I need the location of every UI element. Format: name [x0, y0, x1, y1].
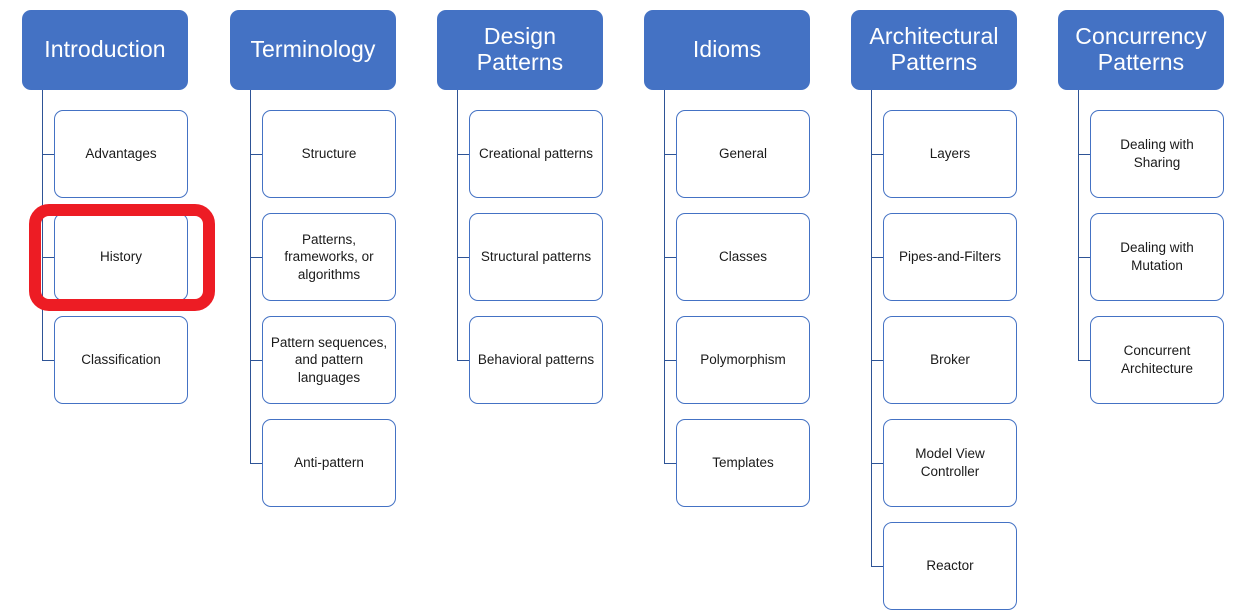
elbow-connector: [457, 360, 469, 361]
child-node-label: Behavioral patterns: [477, 352, 595, 368]
child-node-label: Templates: [712, 455, 774, 471]
child-node-label: Layers: [929, 146, 971, 162]
trunk-connector-introduction: [42, 90, 43, 360]
child-node-label: Broker: [930, 352, 970, 368]
child-node-label: Structural patterns: [480, 249, 592, 265]
trunk-connector-architectural-patterns: [871, 90, 872, 566]
elbow-connector: [871, 257, 883, 258]
elbow-connector: [457, 257, 469, 258]
child-node[interactable]: Concurrent Architecture: [1090, 316, 1224, 404]
child-node[interactable]: Classes: [676, 213, 810, 301]
child-node[interactable]: Creational patterns: [469, 110, 603, 198]
root-node-design-patterns[interactable]: Design Patterns: [437, 10, 603, 90]
child-node[interactable]: Dealing with Sharing: [1090, 110, 1224, 198]
root-node-introduction[interactable]: Introduction: [22, 10, 188, 90]
child-node-label: Advantages: [85, 146, 157, 162]
elbow-connector: [250, 360, 262, 361]
elbow-connector: [1078, 257, 1090, 258]
child-node[interactable]: Broker: [883, 316, 1017, 404]
trunk-connector-design-patterns: [457, 90, 458, 360]
child-node-label: Model View Controller: [915, 446, 985, 479]
elbow-connector: [664, 463, 676, 464]
elbow-connector: [664, 257, 676, 258]
child-node[interactable]: History: [54, 213, 188, 301]
child-node[interactable]: Patterns, frameworks, or algorithms: [262, 213, 396, 301]
child-node[interactable]: Layers: [883, 110, 1017, 198]
elbow-connector: [871, 463, 883, 464]
root-node-concurrency-patterns[interactable]: Concurrency Patterns: [1058, 10, 1224, 90]
root-node-label: Design Patterns: [476, 23, 564, 75]
child-node[interactable]: Structure: [262, 110, 396, 198]
child-node-label: Concurrent Architecture: [1120, 343, 1194, 376]
root-node-idioms[interactable]: Idioms: [644, 10, 810, 90]
child-node[interactable]: Reactor: [883, 522, 1017, 610]
child-node-label: Dealing with Mutation: [1120, 240, 1194, 273]
child-node-label: Reactor: [926, 558, 974, 574]
elbow-connector: [871, 154, 883, 155]
elbow-connector: [871, 566, 883, 567]
root-node-label: Architectural Patterns: [869, 23, 999, 75]
child-node[interactable]: Behavioral patterns: [469, 316, 603, 404]
elbow-connector: [1078, 154, 1090, 155]
child-node[interactable]: Advantages: [54, 110, 188, 198]
child-node[interactable]: Model View Controller: [883, 419, 1017, 507]
elbow-connector: [1078, 360, 1090, 361]
child-node-label: Creational patterns: [478, 146, 594, 162]
child-node[interactable]: Pattern sequences, and pattern languages: [262, 316, 396, 404]
elbow-connector: [250, 154, 262, 155]
child-node[interactable]: Structural patterns: [469, 213, 603, 301]
child-node-label: History: [99, 249, 142, 265]
child-node[interactable]: Classification: [54, 316, 188, 404]
elbow-connector: [664, 360, 676, 361]
root-node-terminology[interactable]: Terminology: [230, 10, 396, 90]
child-node-label: Classes: [718, 249, 767, 265]
child-node-label: Pattern sequences, and pattern languages: [270, 334, 388, 385]
child-node-label: Dealing with Sharing: [1120, 137, 1194, 170]
root-node-label: Concurrency Patterns: [1075, 23, 1207, 75]
elbow-connector: [457, 154, 469, 155]
child-node[interactable]: Pipes-and-Filters: [883, 213, 1017, 301]
root-node-label: Introduction: [44, 36, 166, 63]
child-node-label: Pipes-and-Filters: [898, 249, 1002, 265]
child-node-label: General: [718, 146, 768, 162]
child-node[interactable]: General: [676, 110, 810, 198]
child-node[interactable]: Dealing with Mutation: [1090, 213, 1224, 301]
child-node-label: Structure: [301, 146, 357, 162]
child-node-label: Polymorphism: [700, 352, 786, 368]
root-node-label: Idioms: [692, 36, 762, 63]
elbow-connector: [250, 257, 262, 258]
elbow-connector: [664, 154, 676, 155]
trunk-connector-terminology: [250, 90, 251, 463]
elbow-connector: [42, 154, 54, 155]
child-node-label: Patterns, frameworks, or algorithms: [284, 231, 374, 282]
child-node[interactable]: Anti-pattern: [262, 419, 396, 507]
root-node-architectural-patterns[interactable]: Architectural Patterns: [851, 10, 1017, 90]
child-node-label: Anti-pattern: [294, 455, 364, 471]
elbow-connector: [42, 360, 54, 361]
child-node[interactable]: Polymorphism: [676, 316, 810, 404]
root-node-label: Terminology: [250, 36, 376, 63]
trunk-connector-concurrency-patterns: [1078, 90, 1079, 360]
elbow-connector: [871, 360, 883, 361]
trunk-connector-idioms: [664, 90, 665, 463]
elbow-connector: [250, 463, 262, 464]
child-node-label: Classification: [81, 352, 161, 368]
child-node[interactable]: Templates: [676, 419, 810, 507]
elbow-connector: [42, 257, 54, 258]
